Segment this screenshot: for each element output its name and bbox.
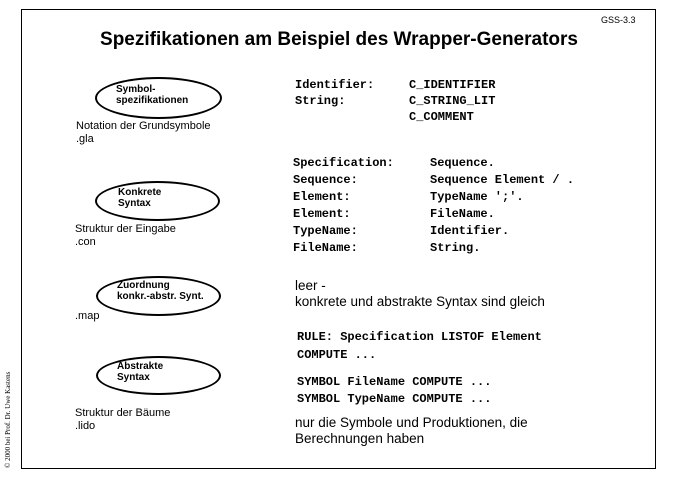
- con-rhs: FileName.: [430, 207, 495, 221]
- con-rhs: Sequence.: [430, 156, 495, 170]
- con-lhs: FileName:: [293, 241, 358, 255]
- con-lhs: Sequence:: [293, 173, 358, 187]
- gla-key: String:: [295, 94, 346, 108]
- concrete-syntax-caption: Struktur der Eingabe .con: [75, 223, 176, 248]
- con-rhs: Identifier.: [430, 224, 510, 238]
- gla-value: C_STRING_LIT: [409, 94, 496, 108]
- con-lhs: TypeName:: [293, 224, 358, 238]
- con-rhs: Sequence Element / .: [430, 173, 575, 187]
- symbol-spec-label: Symbol- spezifikationen: [116, 84, 189, 106]
- con-lhs: Element:: [293, 190, 351, 204]
- con-lhs: Element:: [293, 207, 351, 221]
- slide-title: Spezifikationen am Beispiel des Wrapper-…: [100, 29, 578, 50]
- abstract-syntax-label: Abstrakte Syntax: [117, 361, 164, 383]
- con-lhs: Specification:: [293, 156, 394, 170]
- lido-description: nur die Symbole und Produktionen, die Be…: [295, 415, 528, 446]
- concrete-syntax-label: Konkrete Syntax: [118, 187, 162, 209]
- gla-value: C_COMMENT: [409, 110, 474, 124]
- abstract-syntax-caption: Struktur der Bäume .lido: [75, 407, 171, 432]
- map-description: leer - konkrete und abstrakte Syntax sin…: [295, 278, 545, 309]
- lido-line: SYMBOL FileName COMPUTE ...: [297, 375, 492, 389]
- lido-line: COMPUTE ...: [297, 348, 377, 362]
- con-rhs: TypeName ';'.: [430, 190, 524, 204]
- symbol-spec-caption: Notation der Grundsymbole .gla: [76, 120, 211, 145]
- slide-id: GSS-3.3: [601, 15, 636, 25]
- concrete-syntax-ellipse: [95, 181, 220, 221]
- lido-line: SYMBOL TypeName COMPUTE ...: [297, 392, 492, 406]
- mapping-label: Zuordnung konkr.-abstr. Synt.: [117, 280, 204, 302]
- mapping-caption: .map: [75, 310, 100, 322]
- gla-key: Identifier:: [295, 78, 375, 92]
- copyright-note: © 2000 bei Prof. Dr. Uwe Kastens: [4, 371, 12, 468]
- symbol-spec-ellipse: [95, 77, 222, 119]
- gla-value: C_IDENTIFIER: [409, 78, 496, 92]
- mapping-ellipse: [96, 276, 221, 316]
- abstract-syntax-ellipse: [96, 356, 221, 395]
- slide-frame: [21, 9, 656, 469]
- con-rhs: String.: [430, 241, 481, 255]
- lido-line: RULE: Specification LISTOF Element: [297, 330, 542, 344]
